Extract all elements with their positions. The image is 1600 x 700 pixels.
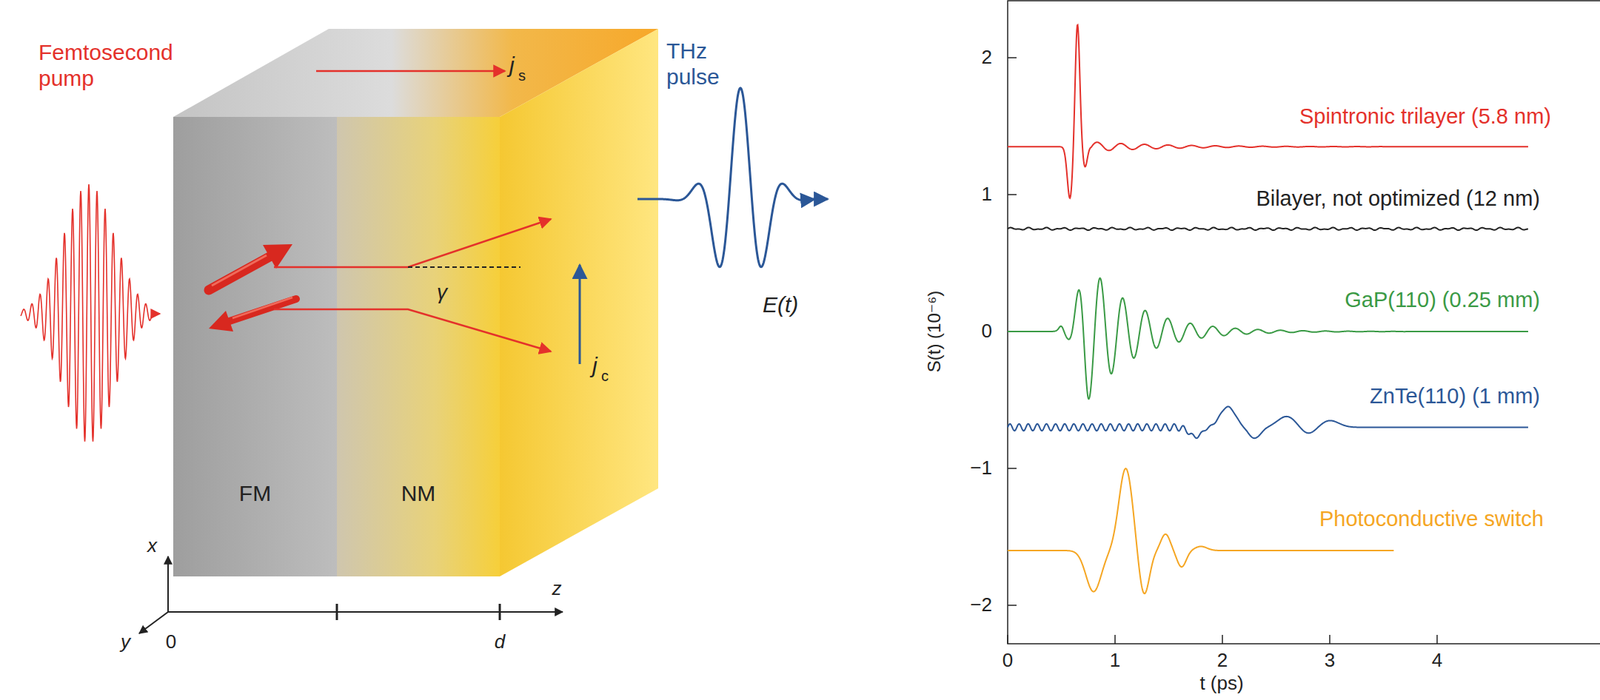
y-tick <box>1007 193 1017 196</box>
spin-down-arrow <box>208 297 297 332</box>
thz-pulse <box>637 88 815 268</box>
electron-path <box>273 219 551 268</box>
fm-layer <box>173 116 337 577</box>
axis-name: x <box>147 535 157 558</box>
x-axis-title: t (ps) <box>1199 673 1244 696</box>
nm-layer-label-box: NM <box>336 116 500 577</box>
axis-name: z <box>552 578 562 601</box>
plot-frame <box>1007 0 1600 645</box>
y-tick-label: −2 <box>969 594 993 617</box>
thz-label: THz pulse <box>666 38 733 90</box>
charge-current-subscript: c <box>601 367 609 386</box>
spin-current-subscript: s <box>518 67 526 85</box>
fm-layer-label-box: FM <box>173 116 337 577</box>
reference-dash <box>407 266 521 269</box>
y-axis-title: S(t) (10⁻⁶) <box>924 290 945 374</box>
thz-arrow <box>812 198 828 201</box>
trace-label: ZnTe(110) (1 mm) <box>1369 384 1541 409</box>
y-tick <box>1007 604 1017 607</box>
y-tick <box>1007 467 1017 470</box>
field-label: E(t) <box>762 292 799 319</box>
pump-arrow <box>151 313 160 315</box>
y-tick-label: −1 <box>969 457 993 480</box>
deflection-angle: γ <box>436 280 448 305</box>
axis-tick-label: 0 <box>165 631 177 654</box>
y-tick-label: 0 <box>981 320 993 343</box>
axis-tick-label: d <box>494 631 505 654</box>
axis-name: y <box>120 631 131 654</box>
y-tick-label: 1 <box>981 183 993 206</box>
right-face <box>499 28 659 577</box>
x-tick-label: 3 <box>1324 650 1335 673</box>
bilayer-trace <box>1007 227 1529 231</box>
x-tick-label: 4 <box>1431 650 1443 673</box>
pump-pulse <box>20 184 152 443</box>
photoconductive-trace <box>1007 468 1394 594</box>
x-tick-label: 2 <box>1217 650 1228 673</box>
pump-label: Femtosecond pump <box>38 39 187 92</box>
x-tick-label: 0 <box>1002 650 1013 673</box>
charge-current-arrow <box>578 265 582 365</box>
x-tick-label: 1 <box>1109 650 1121 673</box>
x-tick <box>1006 635 1009 645</box>
trace-label: Photoconductive switch <box>1319 507 1544 532</box>
x-tick <box>1114 635 1116 645</box>
trace-label: GaP(110) (0.25 mm) <box>1344 288 1541 313</box>
trace-label: Bilayer, not optimized (12 nm) <box>1255 187 1541 212</box>
x-tick <box>1436 635 1438 645</box>
electron-path <box>273 309 551 352</box>
spin-current-arrow <box>316 70 505 73</box>
y-tick-label: 2 <box>981 46 993 69</box>
coordinate-axes <box>139 556 563 634</box>
znte-trace <box>1007 406 1529 439</box>
x-tick <box>1221 635 1224 645</box>
trace-label: Spintronic trilayer (5.8 nm) <box>1299 105 1552 130</box>
y-tick <box>1007 57 1017 59</box>
layer-label: NM <box>401 481 437 507</box>
x-tick <box>1329 635 1331 645</box>
nm-layer <box>336 116 500 577</box>
spin-current-symbol: j <box>509 52 515 79</box>
layer-label: FM <box>239 481 271 507</box>
charge-current-symbol: j <box>592 353 598 380</box>
